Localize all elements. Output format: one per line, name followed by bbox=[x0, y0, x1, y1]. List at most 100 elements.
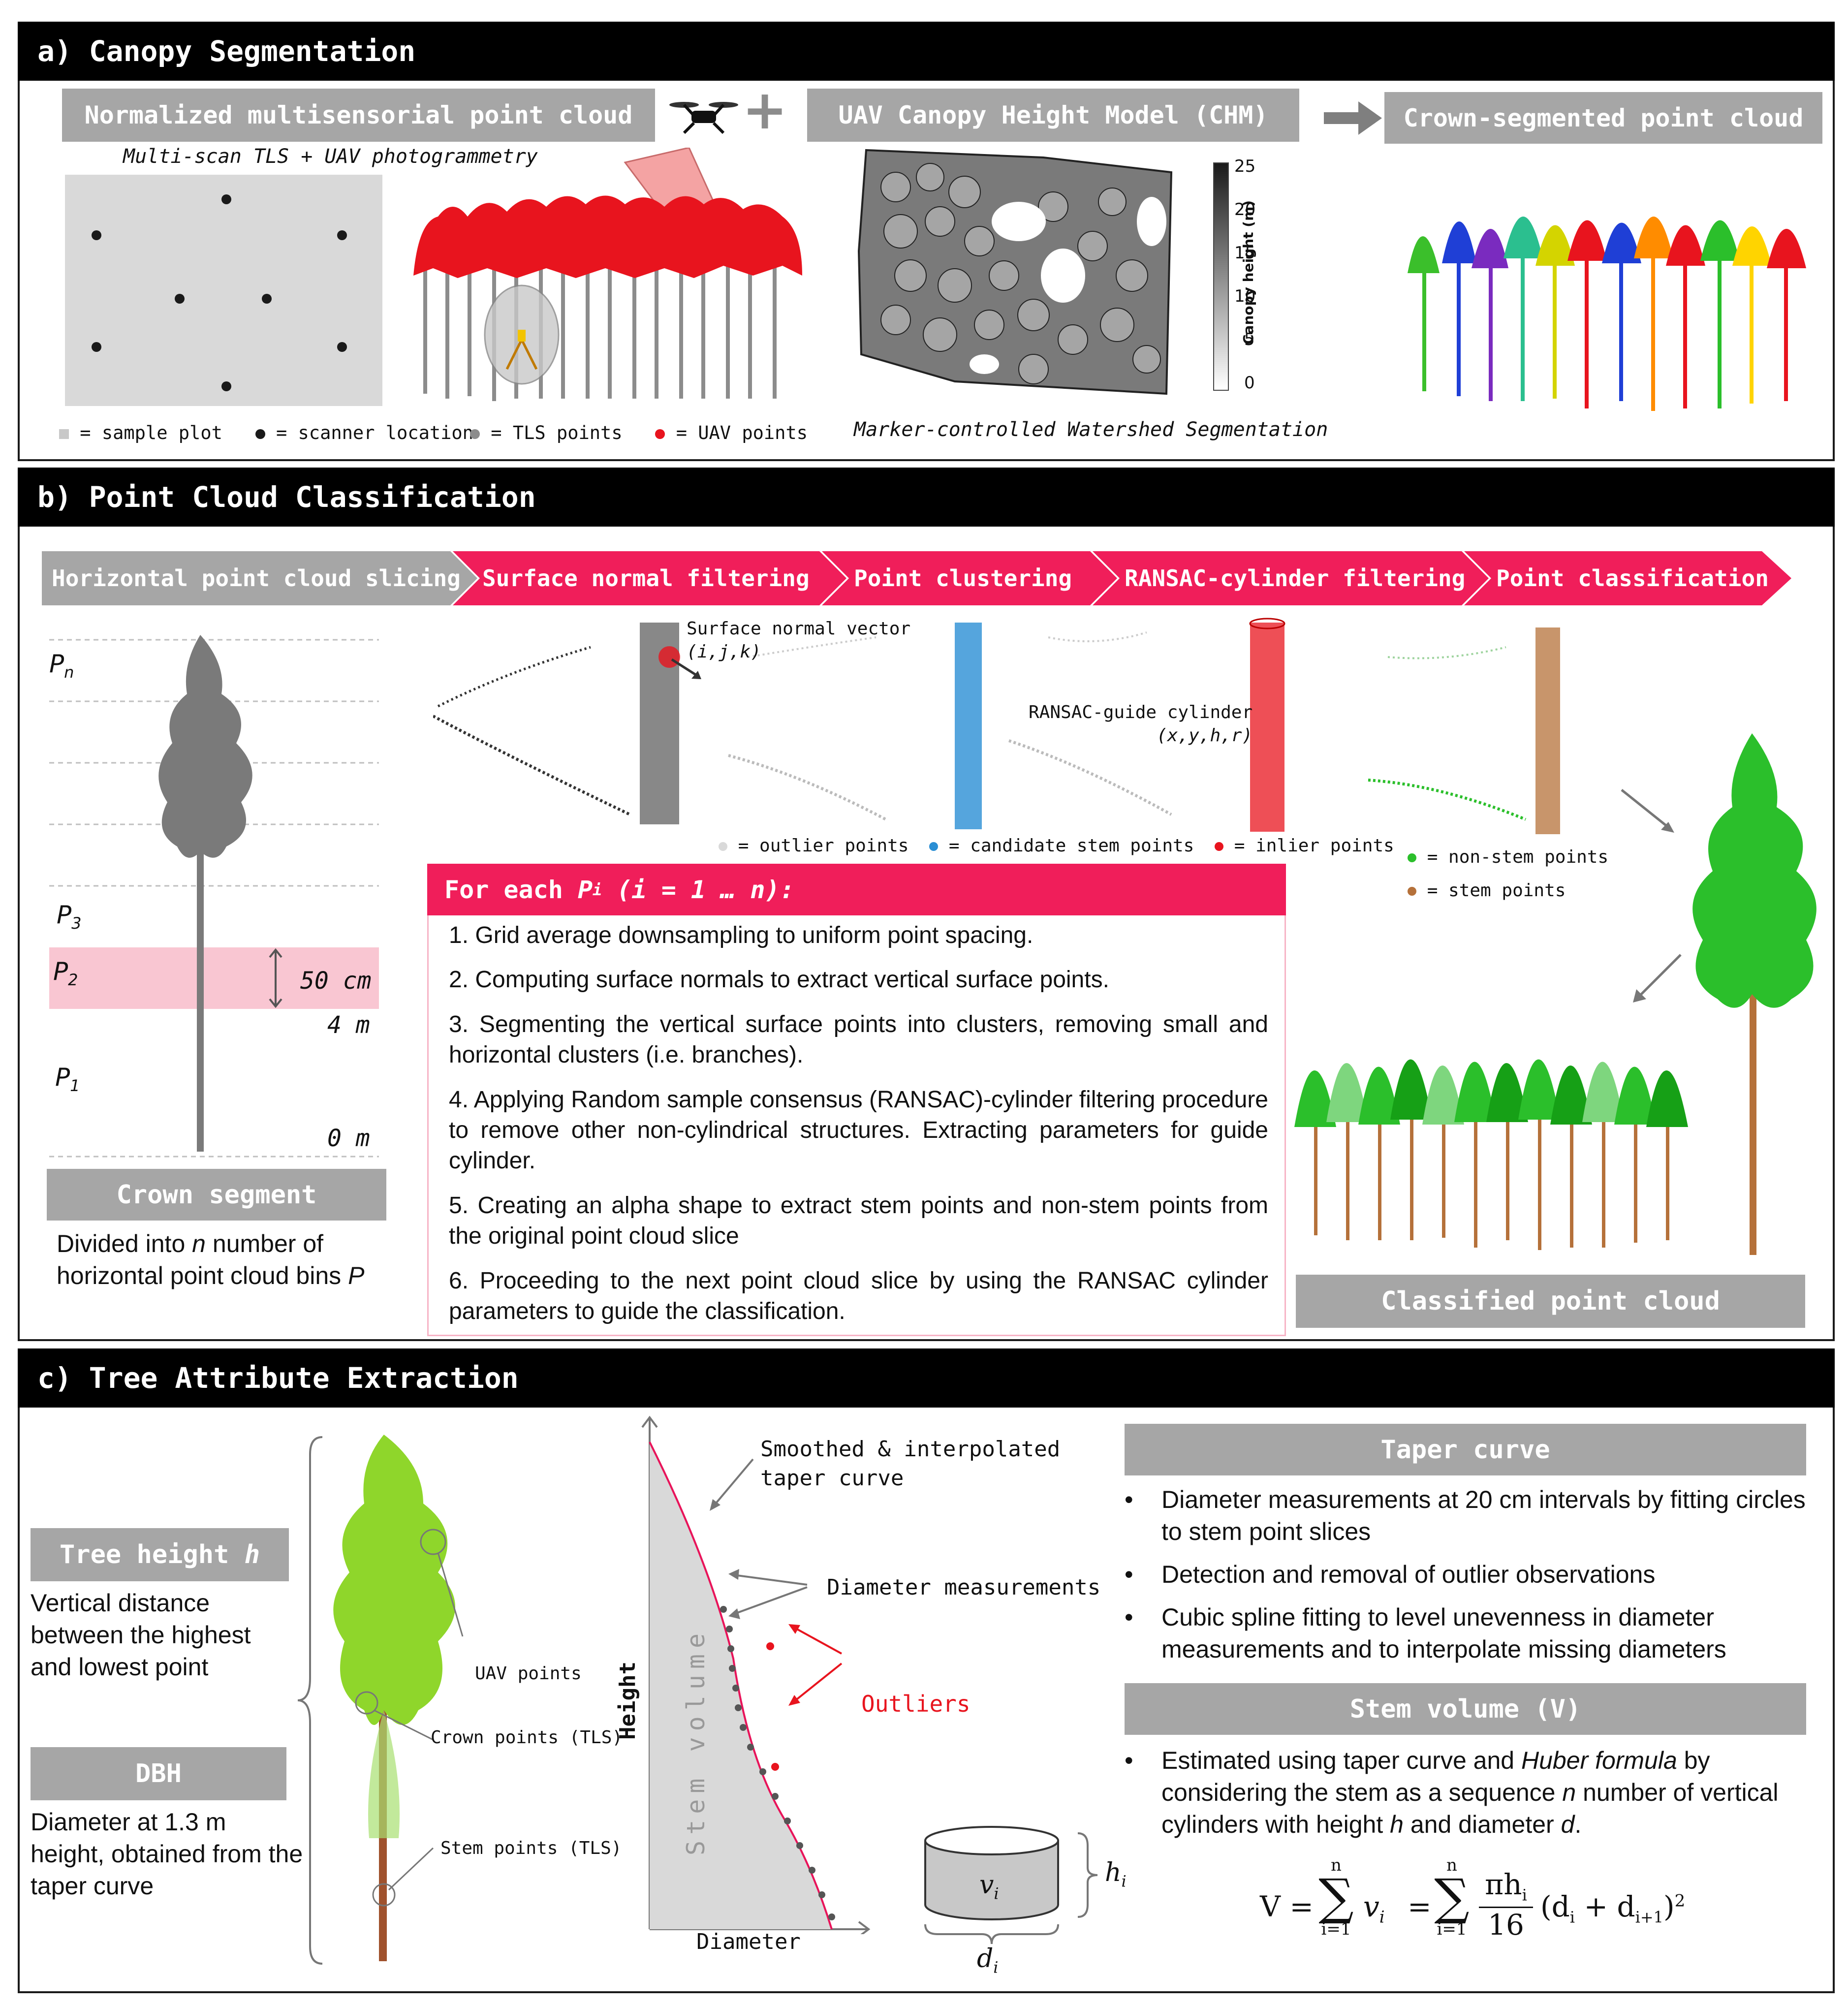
step-surface-normal: Surface normal filtering bbox=[482, 565, 810, 592]
slice-label-pn-letter: P bbox=[49, 650, 64, 678]
height-bracket bbox=[297, 1436, 323, 1965]
smoothed-curve-label: Smoothed & interpolated taper curve bbox=[760, 1437, 1061, 1491]
formula-fraction: πhi 16 bbox=[1479, 1868, 1533, 1942]
volume-desc-1: Estimated using taper curve and bbox=[1161, 1747, 1515, 1774]
taper-bullet: Detection and removal of outlier observa… bbox=[1125, 1559, 1814, 1591]
volume-desc-d: d bbox=[1561, 1811, 1575, 1838]
multisensor-forest-illustration bbox=[413, 148, 802, 401]
formula-vi-letter: v bbox=[1363, 1890, 1379, 1923]
outliers-label: Outliers bbox=[861, 1691, 971, 1717]
procedure-step: 2. Computing surface normals to extract … bbox=[449, 967, 1109, 993]
volume-desc-n: n bbox=[1562, 1779, 1576, 1806]
uav-legend-icon bbox=[655, 429, 665, 439]
arrow-diagonal-icon bbox=[1621, 789, 1674, 833]
chm-map bbox=[857, 149, 1173, 395]
mark-0m: 0 m bbox=[327, 1125, 370, 1152]
legend-outlier: = outlier points bbox=[738, 836, 909, 856]
chm-colorbar bbox=[1213, 162, 1229, 391]
scanner-legend-icon bbox=[255, 429, 265, 439]
paren-plus: + d bbox=[1584, 1890, 1635, 1923]
legend-nonstem: = non-stem points bbox=[1427, 847, 1609, 867]
crown-desc-2: number of bbox=[212, 1230, 324, 1257]
crown-desc-1: Divided into bbox=[57, 1230, 186, 1257]
legend-tls: = TLS points bbox=[491, 422, 623, 443]
slice-label-p1: P1 bbox=[55, 1063, 80, 1095]
legend-candidate: = candidate stem points bbox=[948, 836, 1194, 856]
tree-height-var: h bbox=[244, 1540, 260, 1569]
taper-curve-plot bbox=[641, 1415, 871, 1934]
drone-icon bbox=[669, 102, 738, 134]
procedure-steps: 1. Grid average downsampling to uniform … bbox=[449, 920, 1268, 1327]
for-each-p: P bbox=[577, 875, 593, 904]
mark-4m: 4 m bbox=[327, 1011, 370, 1039]
volume-bullet-dot: • bbox=[1125, 1747, 1133, 1774]
candidate-legend-icon bbox=[929, 842, 939, 851]
tree-height-box: Tree height h bbox=[31, 1528, 289, 1581]
taper-bullet: Diameter measurements at 20 cm intervals… bbox=[1125, 1484, 1814, 1548]
legend-stem: = stem points bbox=[1427, 880, 1566, 901]
uav-points-label: UAV points bbox=[475, 1663, 582, 1684]
for-each-sub: i bbox=[593, 880, 602, 899]
slice-height-arrow bbox=[269, 948, 282, 1008]
paren-open: (d bbox=[1540, 1890, 1570, 1923]
crown-desc-n: n bbox=[192, 1230, 206, 1257]
pointcloud-box: Normalized multisensorial point cloud bbox=[62, 89, 655, 142]
slice-label-p1-letter: P bbox=[55, 1063, 70, 1092]
sample-plot-square bbox=[65, 175, 382, 406]
slice-label-pn-sub: n bbox=[64, 663, 74, 682]
cyl-h: h bbox=[1105, 1858, 1122, 1887]
formula-sum-2: n ∑ i=1 bbox=[1432, 1855, 1472, 1939]
taper-annotation-arrows bbox=[710, 1458, 843, 1706]
ransac-guide-text: RANSAC-guide cylinder bbox=[1029, 702, 1253, 722]
paren-close: ) bbox=[1663, 1890, 1675, 1923]
procedure-box bbox=[427, 864, 1286, 1336]
slice-label-p2-letter: P bbox=[53, 957, 68, 986]
tls-uav-subtitle: Multi-scan TLS + UAV photogrammetry bbox=[123, 145, 538, 168]
volume-desc-5: . bbox=[1574, 1811, 1582, 1838]
legend-nonstem-row: = non-stem points bbox=[1408, 841, 1608, 874]
attribute-tree-illustration bbox=[333, 1435, 464, 1961]
procedure-step: 6. Proceeding to the next point cloud sl… bbox=[449, 1267, 1268, 1324]
colorbar-ticks: 25 20 15 10 5 0 bbox=[1234, 157, 1274, 398]
sample-plot-legend-icon bbox=[59, 429, 69, 439]
cylinder-v-label: vi bbox=[979, 1870, 999, 1903]
colorbar-tick: 5 bbox=[1244, 330, 1255, 349]
crown-segmented-forest bbox=[1408, 217, 1806, 411]
legend-uav: = UAV points bbox=[676, 422, 808, 443]
legend-a-right: = TLS points = UAV points bbox=[470, 422, 808, 443]
volume-formula: V = n ∑ i=1 vi = n ∑ i=1 πhi 16 (di + di… bbox=[1260, 1855, 1801, 1954]
outlier-legend-icon bbox=[719, 842, 727, 851]
slice-label-p1-sub: 1 bbox=[70, 1076, 80, 1095]
cylinder-diameter-bracket bbox=[924, 1924, 1059, 1944]
stem-volume-box: Stem volume (V) bbox=[1125, 1683, 1806, 1735]
inlier-legend-icon bbox=[1215, 842, 1224, 851]
formula-sum-1: n ∑ i=1 bbox=[1316, 1855, 1356, 1939]
legend-a-left: = sample plot = scanner location bbox=[59, 422, 473, 443]
for-each-1: For each bbox=[444, 875, 563, 904]
sum-sign-2: ∑ bbox=[1434, 1868, 1470, 1926]
cyl-v-sub: i bbox=[994, 1884, 999, 1903]
taper-bullets: Diameter measurements at 20 cm intervals… bbox=[1125, 1484, 1814, 1676]
stem-legend-icon bbox=[1408, 887, 1416, 896]
slice-p2-highlight bbox=[49, 947, 379, 1009]
sum-top-1: n bbox=[1331, 1855, 1342, 1875]
volume-desc-2: by considering the stem as a sequence bbox=[1161, 1747, 1710, 1806]
slice-label-p3-letter: P bbox=[57, 901, 72, 929]
slice-label-p3: P3 bbox=[57, 901, 82, 933]
slice-label-p3-sub: 3 bbox=[71, 914, 82, 933]
diameter-measurements-label: Diameter measurements bbox=[827, 1575, 1101, 1600]
cyl-d-sub: i bbox=[993, 1958, 999, 1977]
procedure-step: 1. Grid average downsampling to uniform … bbox=[449, 922, 1034, 948]
paren-sq: 2 bbox=[1674, 1891, 1686, 1911]
dbh-description: Diameter at 1.3 m height, obtained from … bbox=[31, 1808, 303, 1900]
cyl-h-sub: i bbox=[1121, 1872, 1127, 1891]
scanner-locations bbox=[92, 194, 347, 391]
process-steps-background bbox=[42, 551, 1791, 605]
formula-eq: = bbox=[1408, 1890, 1432, 1923]
crown-segment-description: Divided into n number of horizontal poin… bbox=[57, 1228, 411, 1292]
slice-label-p2: P2 bbox=[53, 957, 78, 989]
slice-label-pn: Pn bbox=[49, 650, 74, 682]
classified-box: Classified point cloud bbox=[1296, 1275, 1805, 1328]
classified-single-tree bbox=[1692, 733, 1817, 1255]
for-each-2: (i = 1 … n): bbox=[617, 875, 795, 904]
